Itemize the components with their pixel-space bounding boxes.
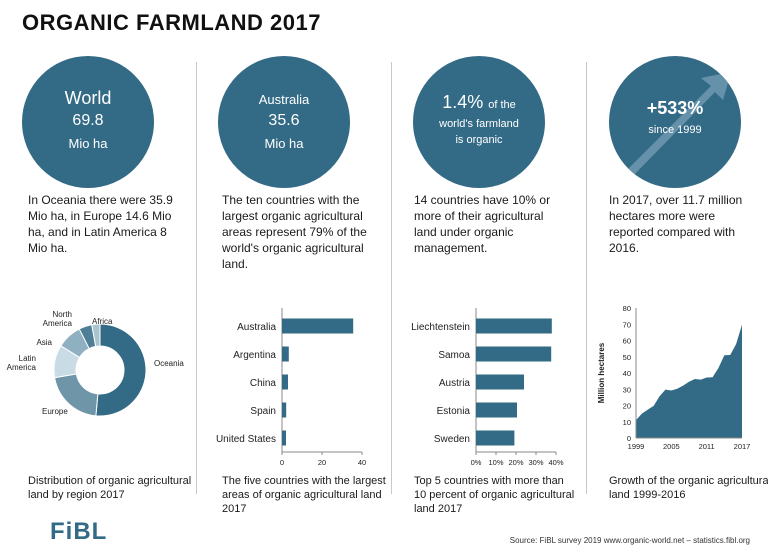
area-xtick-label: 2011 (699, 442, 715, 451)
area-xtick-label: 2005 (663, 442, 680, 451)
world-label: World (64, 88, 112, 108)
donut-label: Oceania (154, 359, 184, 368)
bar-tick-label: 10% (488, 458, 503, 467)
bar-tick-label: 20 (318, 458, 326, 467)
donut-label-word: America (7, 363, 37, 372)
fibl-logo: FiBL (50, 518, 108, 545)
bar-category-label: Austria (439, 378, 471, 389)
growth-circle: +533% since 1999 (609, 56, 741, 188)
bar-category-label: Australia (237, 322, 276, 333)
page-title: ORGANIC FARMLAND 2017 (22, 10, 321, 35)
bar-category-label: United States (216, 434, 276, 445)
bar-tick-label: 0 (280, 458, 284, 467)
share-line2: world's farmland (439, 118, 519, 130)
growth-since: since 1999 (648, 124, 702, 136)
area-ytick-label: 60 (623, 337, 631, 346)
bar-argentina (282, 346, 289, 362)
donut-slice-africa (91, 323, 101, 347)
donut-label-word: America (43, 319, 73, 328)
bar-tick-label: 40% (548, 458, 563, 467)
source-footer: Source: FiBL survey 2019 www.organic-wor… (509, 536, 750, 545)
stat-oceania: In Oceania there were 35.9 Mio ha, in Eu… (28, 193, 173, 255)
area-ytick-label: 40 (623, 369, 631, 378)
bar-samoa (476, 346, 552, 362)
bar-tick-label: 40 (358, 458, 366, 467)
world-circle: World 69.8 Mio ha (22, 56, 154, 188)
area-ytick-label: 80 (623, 304, 631, 313)
donut-label: Europe (42, 407, 68, 416)
share-suffix: of the (488, 99, 516, 111)
bar-united-states (282, 430, 286, 446)
bar-category-label: Sweden (434, 434, 470, 445)
bar-austria (476, 374, 524, 390)
area-ytick-label: 10 (623, 418, 631, 427)
area-xtick-label: 2017 (734, 442, 751, 451)
donut-slice-oceania (95, 323, 147, 417)
growth-area (636, 324, 742, 438)
separator-3 (586, 62, 587, 494)
australia-value: 35.6 (268, 112, 300, 129)
bar-australia (282, 318, 354, 334)
bar-tick-label: 0% (471, 458, 482, 467)
area-ytick-label: 70 (623, 320, 631, 329)
world-unit: Mio ha (68, 136, 108, 151)
caption-regions: Distribution of organic agricultural lan… (28, 475, 192, 501)
caption-share: Top 5 countries with more than 10 percen… (414, 475, 575, 515)
bar-category-label: Argentina (233, 350, 276, 361)
share-line1: 1.4% of the (413, 92, 545, 113)
stat-ten-percent: 14 countries have 10% or more of their a… (414, 193, 551, 255)
share-value: 1.4% (442, 92, 484, 112)
donut-label-word: Latin (19, 354, 36, 363)
australia-unit: Mio ha (264, 136, 304, 151)
area-ytick-label: 30 (623, 385, 631, 394)
bar-sweden (476, 430, 515, 446)
donut-label-word: North (52, 310, 72, 319)
separator-1 (196, 62, 197, 494)
bar-china (282, 374, 288, 390)
area-axis-label: Million hectares (597, 342, 606, 403)
caption-growth: Growth of the organic agricultural land … (609, 475, 768, 501)
world-value: 69.8 (72, 112, 104, 129)
share-line3: is organic (455, 134, 503, 146)
stat-growth: In 2017, over 11.7 million hectares more… (609, 193, 743, 255)
area-ytick-label: 50 (623, 353, 631, 362)
bar-category-label: Samoa (438, 350, 470, 361)
growth-arrow-icon (623, 72, 731, 180)
bar-axis-label: Million hectares (294, 469, 350, 470)
stat-top-ten: The ten countries with the largest organ… (222, 193, 367, 271)
growth-value: +533% (646, 98, 704, 118)
share-circle: 1.4% of the world's farmland is organic (413, 56, 545, 188)
growth-area-chart: 0 10 20 30 40 50 60 70 80 1999 2005 2011 2017 Million… (597, 304, 751, 451)
area-ytick-label: 0 (627, 434, 631, 443)
bar-estonia (476, 402, 517, 418)
bar-tick-label: 20% (508, 458, 523, 467)
bar-liechtenstein (476, 318, 552, 334)
australia-circle: Australia 35.6 Mio ha (218, 56, 350, 188)
australia-label: Australia (258, 92, 310, 107)
area-ytick-label: 20 (623, 402, 631, 411)
bar-category-label: Liechtenstein (411, 322, 470, 333)
bar-axis-label: Percentage (494, 469, 538, 470)
bar-tick-label: 30% (528, 458, 543, 467)
bar-spain (282, 402, 287, 418)
donut-label: Africa (92, 317, 113, 326)
separator-2 (391, 62, 392, 494)
bar-category-label: Estonia (437, 406, 471, 417)
donut-label: Asia (36, 338, 52, 347)
bar-category-label: Spain (250, 406, 276, 417)
bar-category-label: China (250, 378, 277, 389)
area-xtick-label: 1999 (628, 442, 645, 451)
caption-largest: The five countries with the largest area… (222, 475, 386, 515)
